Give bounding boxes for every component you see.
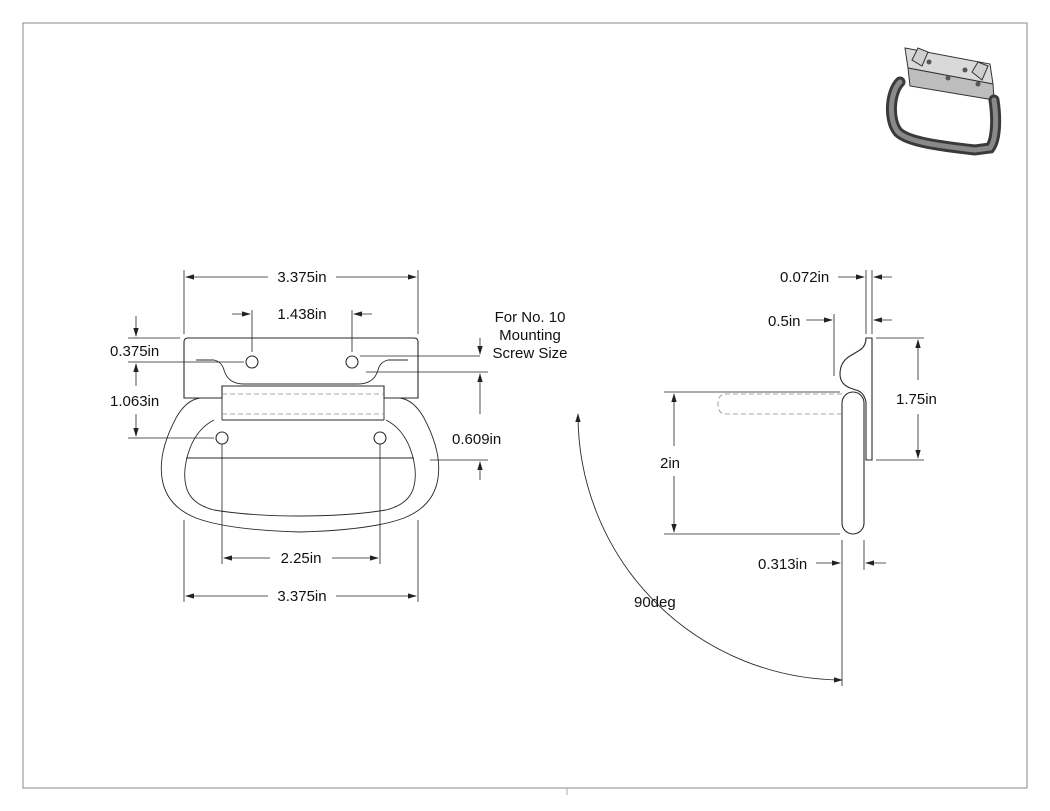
swing-arc xyxy=(575,413,843,683)
dim-plate-height: 1.75in xyxy=(896,391,937,408)
dim-hole-vertical-spacing: 1.063in xyxy=(110,393,159,410)
dim-material-thickness: 0.072in xyxy=(780,269,829,286)
dim-swing-angle: 90deg xyxy=(634,594,676,611)
side-view xyxy=(575,337,873,683)
bail-raised-position xyxy=(717,393,842,415)
mounting-hole xyxy=(373,431,387,445)
dim-overall-width-top: 3.375in xyxy=(277,269,326,286)
dim-bail-thickness: 0.313in xyxy=(758,556,807,573)
dim-hole-spacing-bottom: 2.25in xyxy=(281,550,322,567)
mounting-hole xyxy=(215,431,229,445)
sheet-border xyxy=(22,22,1028,789)
plate-bend xyxy=(196,359,408,385)
dim-hole-spacing-top: 1.438in xyxy=(277,306,326,323)
screw-note-line-3: Screw Size xyxy=(492,345,567,362)
screw-note-line-1: For No. 10 xyxy=(495,309,566,326)
mounting-plate xyxy=(183,337,419,399)
dim-overall-width-bottom: 3.375in xyxy=(277,588,326,605)
dim-bail-length: 2in xyxy=(660,455,680,472)
dim-offset: 0.5in xyxy=(768,313,801,330)
side-dimensions: 0.072in 0.5in 1.75in 2in 0.313in 90deg xyxy=(634,269,937,686)
front-view xyxy=(160,337,440,533)
screw-note-line-2: Mounting xyxy=(499,327,561,344)
mounting-hole xyxy=(345,355,359,369)
bail-handle-inner xyxy=(184,419,416,517)
dim-hole-offset: 0.375in xyxy=(110,343,159,360)
isometric-handle-icon xyxy=(886,47,1002,156)
bail-handle-outer xyxy=(160,397,440,533)
front-dimensions: 3.375in 1.438in 0.375in 1.063in For No. … xyxy=(110,269,568,605)
side-bail xyxy=(841,391,865,535)
mounting-hole xyxy=(245,355,259,369)
dim-bail-drop: 0.609in xyxy=(452,431,501,448)
side-plate xyxy=(839,337,873,461)
